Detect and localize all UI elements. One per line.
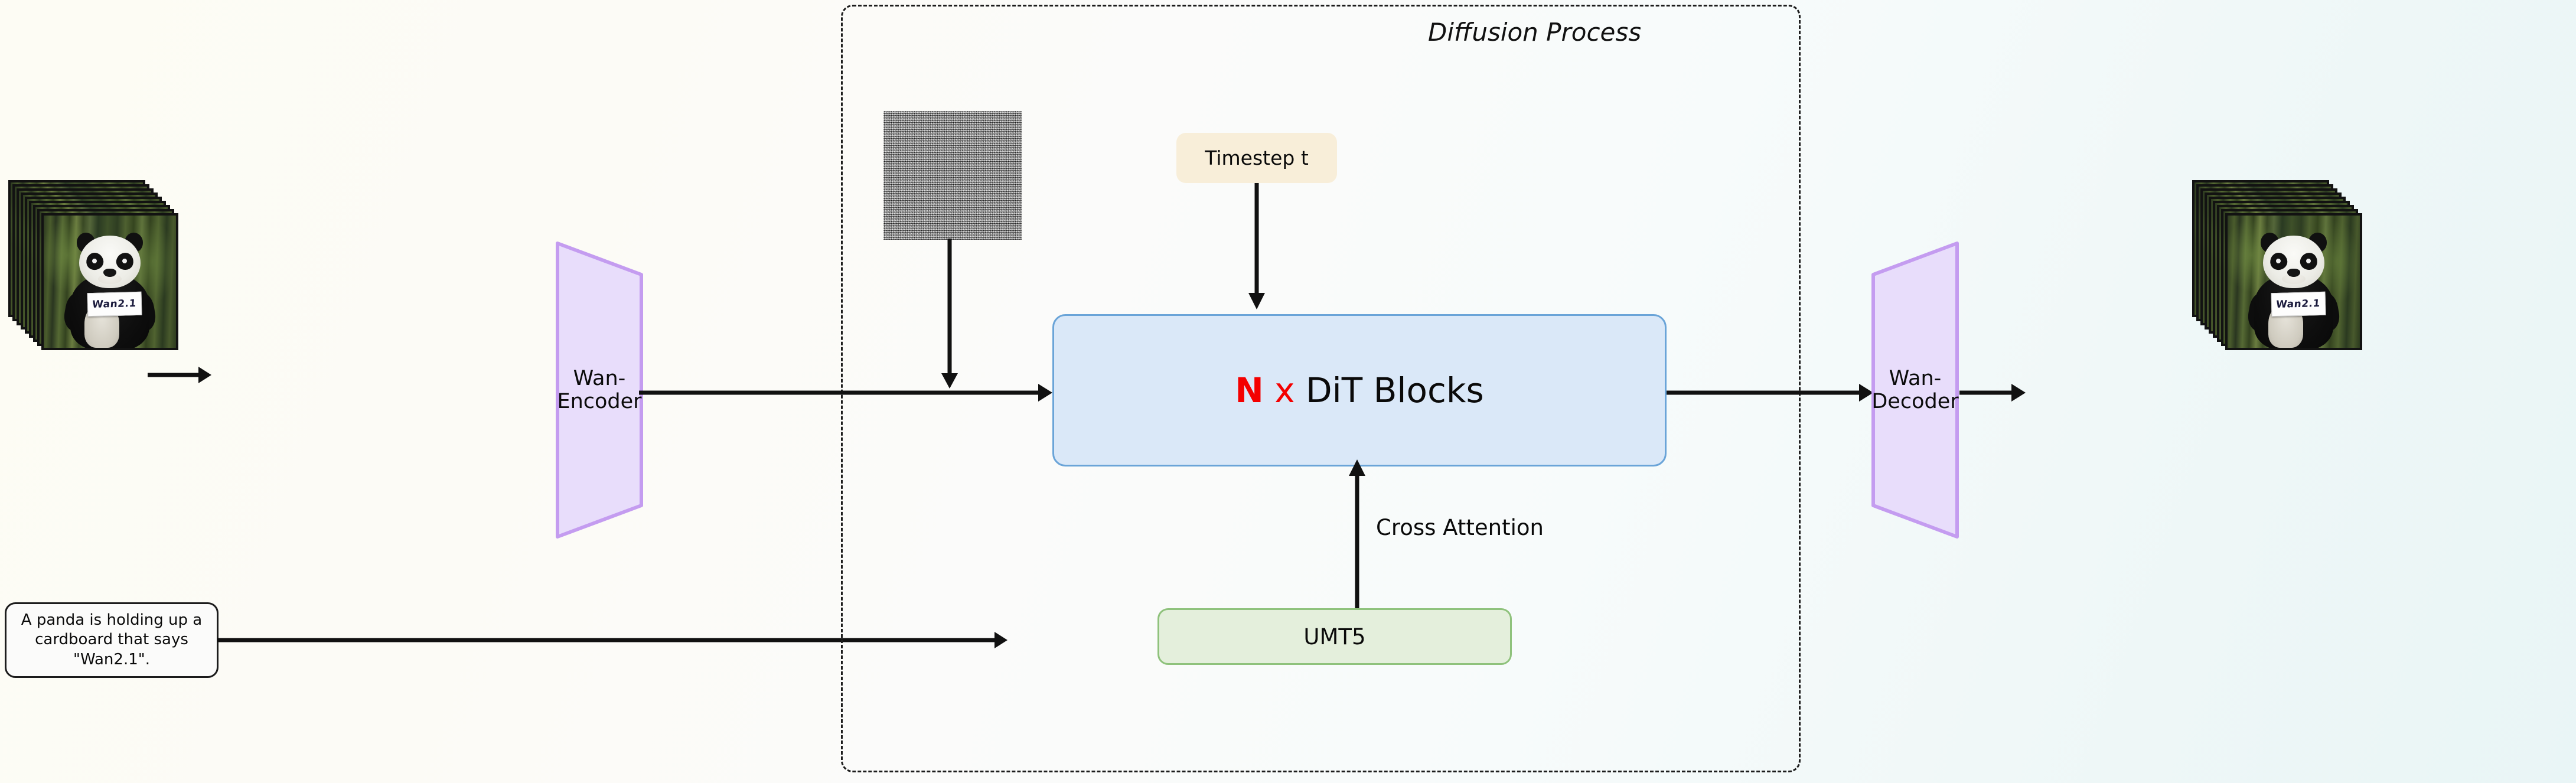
dit-label: DiT Blocks (1306, 370, 1484, 410)
wan-decoder-block[interactable]: Wan- Decoder (1871, 241, 1959, 539)
prompt-line-1: A panda is holding up a (21, 611, 203, 629)
panda-illustration: Wan2.1 (44, 216, 176, 348)
panda-illustration-output: Wan2.1 (2228, 216, 2360, 348)
timestep-label: Timestep t (1205, 146, 1309, 169)
wan-encoder-block[interactable]: Wan- Encoder (555, 241, 644, 539)
gaussian-noise-latent (883, 111, 1022, 240)
timestep-block[interactable]: Timestep t (1176, 133, 1337, 183)
diffusion-process-region (841, 5, 1801, 772)
panda-sign-text-output: Wan2.1 (2275, 297, 2321, 311)
dit-blocks-block[interactable]: N x DiT Blocks (1052, 314, 1667, 466)
prompt-textbox[interactable]: A panda is holding up a cardboard that s… (5, 602, 219, 678)
arrow-decoder-to-frames (1959, 384, 2026, 402)
prompt-line-2: cardboard that says "Wan2.1". (35, 631, 188, 668)
arrow-frames-to-encoder (148, 367, 211, 383)
umt5-block[interactable]: UMT5 (1157, 608, 1512, 665)
panda-sign-input: Wan2.1 (87, 291, 142, 317)
diffusion-process-title: Diffusion Process (1428, 18, 1642, 47)
dit-count: N (1235, 370, 1264, 410)
panda-sign-text-input: Wan2.1 (92, 297, 137, 311)
output-video-frames: Wan2.1 (2192, 180, 2363, 351)
input-video-frames: Wan2.1 (8, 180, 178, 351)
output-frame-front: Wan2.1 (2225, 213, 2362, 350)
umt5-label: UMT5 (1303, 624, 1366, 650)
dit-times-symbol: x (1274, 370, 1295, 410)
panda-sign-output: Wan2.1 (2271, 291, 2326, 317)
input-frame-front: Wan2.1 (41, 213, 178, 350)
cross-attention-label: Cross Attention (1376, 515, 1544, 540)
